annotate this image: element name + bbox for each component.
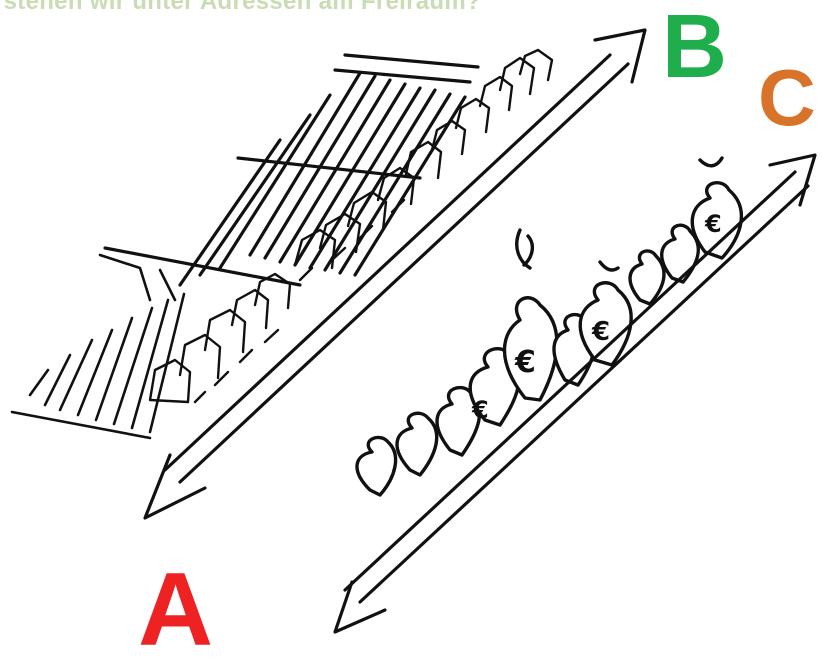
money-arrow: [335, 155, 815, 632]
label-a: A: [138, 558, 213, 662]
street-illustration: [12, 30, 645, 518]
money-bags-illustration: € € € €: [335, 155, 815, 632]
euro-symbol: €: [471, 396, 489, 424]
field-lines: [105, 55, 478, 285]
euro-symbol: €: [514, 345, 536, 380]
euro-symbol: €: [704, 210, 722, 238]
euro-symbol: €: [591, 317, 610, 347]
label-c: C: [758, 58, 816, 138]
bag-row: [357, 158, 741, 495]
field-hatching: [12, 255, 184, 438]
label-b: B: [662, 2, 727, 92]
